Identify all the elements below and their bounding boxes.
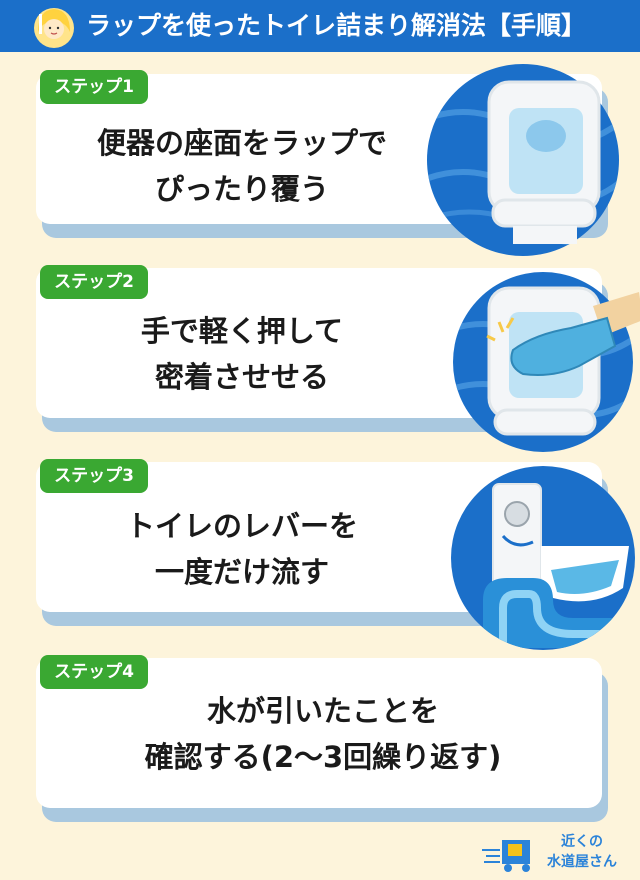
step-badge-1: ステップ1 bbox=[40, 70, 148, 104]
step-2-line1: 手で軽く押して bbox=[140, 314, 344, 348]
logo-line1: 近くの bbox=[561, 834, 603, 850]
step-1-line1: 便器の座面をラップで bbox=[96, 126, 387, 160]
toilet-wrapped-icon bbox=[427, 64, 619, 256]
toilet-flush-lever-icon bbox=[451, 466, 635, 650]
step-badge-3: ステップ3 bbox=[40, 459, 148, 493]
logo-text: 近くの 水道屋さん bbox=[542, 832, 622, 872]
gloved-hand-press-icon bbox=[453, 272, 640, 452]
step-badge-2: ステップ2 bbox=[40, 265, 148, 299]
brand-logo: 近くの 水道屋さん bbox=[482, 830, 622, 876]
page-title: ラップを使ったトイレ詰まり解消法【手順】 bbox=[86, 11, 587, 40]
woman-avatar-icon bbox=[34, 8, 74, 48]
step-2-line2: 密着させせる bbox=[154, 360, 329, 394]
logo-line2: 水道屋さん bbox=[547, 854, 617, 870]
step-4-line1: 水が引いたことを bbox=[206, 694, 439, 728]
header-bar: ラップを使ったトイレ詰まり解消法【手順】 bbox=[0, 0, 640, 52]
logo-truck-icon bbox=[482, 840, 530, 872]
step-badge-4: ステップ4 bbox=[40, 655, 148, 689]
step-4-line2: 確認する(2〜3回繰り返す) bbox=[144, 740, 502, 774]
step-1-line2: ぴったり覆う bbox=[154, 172, 329, 206]
step-3-line2: 一度だけ流す bbox=[154, 555, 329, 589]
step-3-line1: トイレのレバーを bbox=[125, 509, 358, 543]
